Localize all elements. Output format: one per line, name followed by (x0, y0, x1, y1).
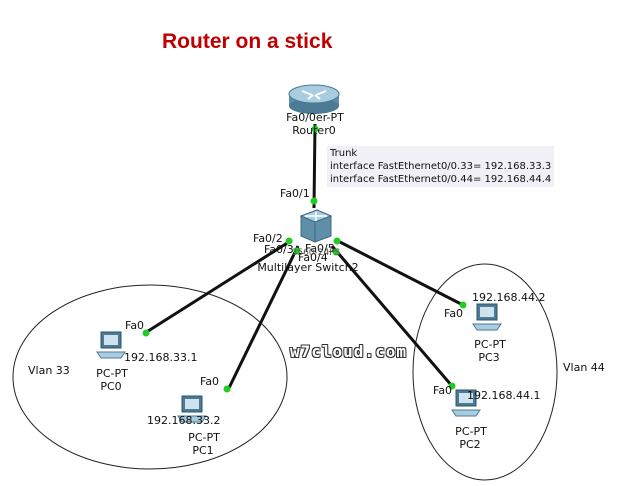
switch-port-fa05-label: Fa0/5 (305, 242, 335, 255)
pc0-name-label: PC0 (100, 380, 122, 393)
pc1-port-label: Fa0 (200, 375, 220, 388)
pc0-port-label: Fa0 (125, 319, 145, 332)
port-indicator-pc3 (459, 301, 467, 309)
pc3-ip-label: 192.168.44.2 (472, 291, 546, 304)
vlan-44-area (412, 263, 558, 481)
vlan-33-label: Vlan 33 (28, 364, 70, 377)
pc3-model-label: PC-PT (474, 338, 506, 351)
port-indicator-pc0 (142, 329, 150, 337)
router-icon[interactable] (288, 84, 340, 114)
link-switch-pc1[interactable] (226, 245, 300, 391)
multilayer-switch-icon[interactable] (299, 209, 333, 243)
pc1-model-label: PC-PT (188, 431, 220, 444)
port-indicator-switch-fa03 (293, 247, 301, 255)
port-indicator-switch-fa04 (332, 248, 340, 256)
pc3-port-label: Fa0 (444, 307, 464, 320)
switch-name-label: Multilayer Switch2 (257, 261, 359, 274)
pc2-port-label: Fa0 (433, 384, 453, 397)
switch-port-fa02-label: Fa0/2 (253, 232, 283, 245)
pc0-model-label: PC-PT (96, 367, 128, 380)
pc0-ip-label: 192.168.33.1 (124, 351, 198, 364)
switch-port-fa04-label: Fa0/4 (298, 251, 328, 264)
pc0-icon[interactable] (96, 331, 126, 359)
pc1-icon[interactable] (177, 395, 207, 423)
vlan-33-area (12, 284, 288, 470)
watermark: w7cloud.com (290, 342, 407, 361)
port-indicator-switch-fa05 (333, 237, 341, 245)
link-switch-pc0[interactable] (144, 238, 293, 335)
link-switch-pc3[interactable] (335, 238, 464, 307)
pc3-icon[interactable] (472, 303, 502, 331)
switch-model-label: 3560-24PS (291, 248, 341, 258)
router-name-label: Router0 (292, 124, 336, 137)
trunk-note-line3: interface FastEthernet0/0.44= 192.168.44… (330, 174, 552, 185)
link-router-switch[interactable] (312, 123, 317, 209)
port-indicator-pc2 (448, 382, 456, 390)
pc1-ip-label: 192.168.33.2 (147, 414, 221, 427)
pc2-ip-label: 192.168.44.1 (467, 389, 541, 402)
switch-port-fa03-label: Fa0/3 (264, 243, 294, 256)
pc3-name-label: PC3 (478, 351, 500, 364)
router-model-label: Fa0/0er-PT (286, 111, 344, 124)
port-indicator-pc1 (223, 385, 231, 393)
port-indicator-switch-fa02 (285, 237, 293, 245)
port-indicator-switch-fa01 (310, 197, 318, 205)
port-indicator-router (311, 125, 319, 133)
pc1-name-label: PC1 (192, 444, 214, 457)
diagram-title: Router on a stick (162, 30, 333, 53)
pc2-model-label: PC-PT (455, 425, 487, 438)
link-switch-pc2[interactable] (330, 245, 454, 387)
pc2-name-label: PC2 (459, 438, 481, 451)
trunk-note-line2: interface FastEthernet0/0.33= 192.168.33… (330, 161, 552, 172)
switch-port-fa01-label: Fa0/1 (280, 187, 310, 200)
pc2-icon[interactable] (451, 389, 481, 417)
trunk-note: Trunk interface FastEthernet0/0.33= 192.… (327, 146, 555, 187)
trunk-note-line1: Trunk (330, 148, 358, 159)
vlan-44-label: Vlan 44 (563, 361, 605, 374)
